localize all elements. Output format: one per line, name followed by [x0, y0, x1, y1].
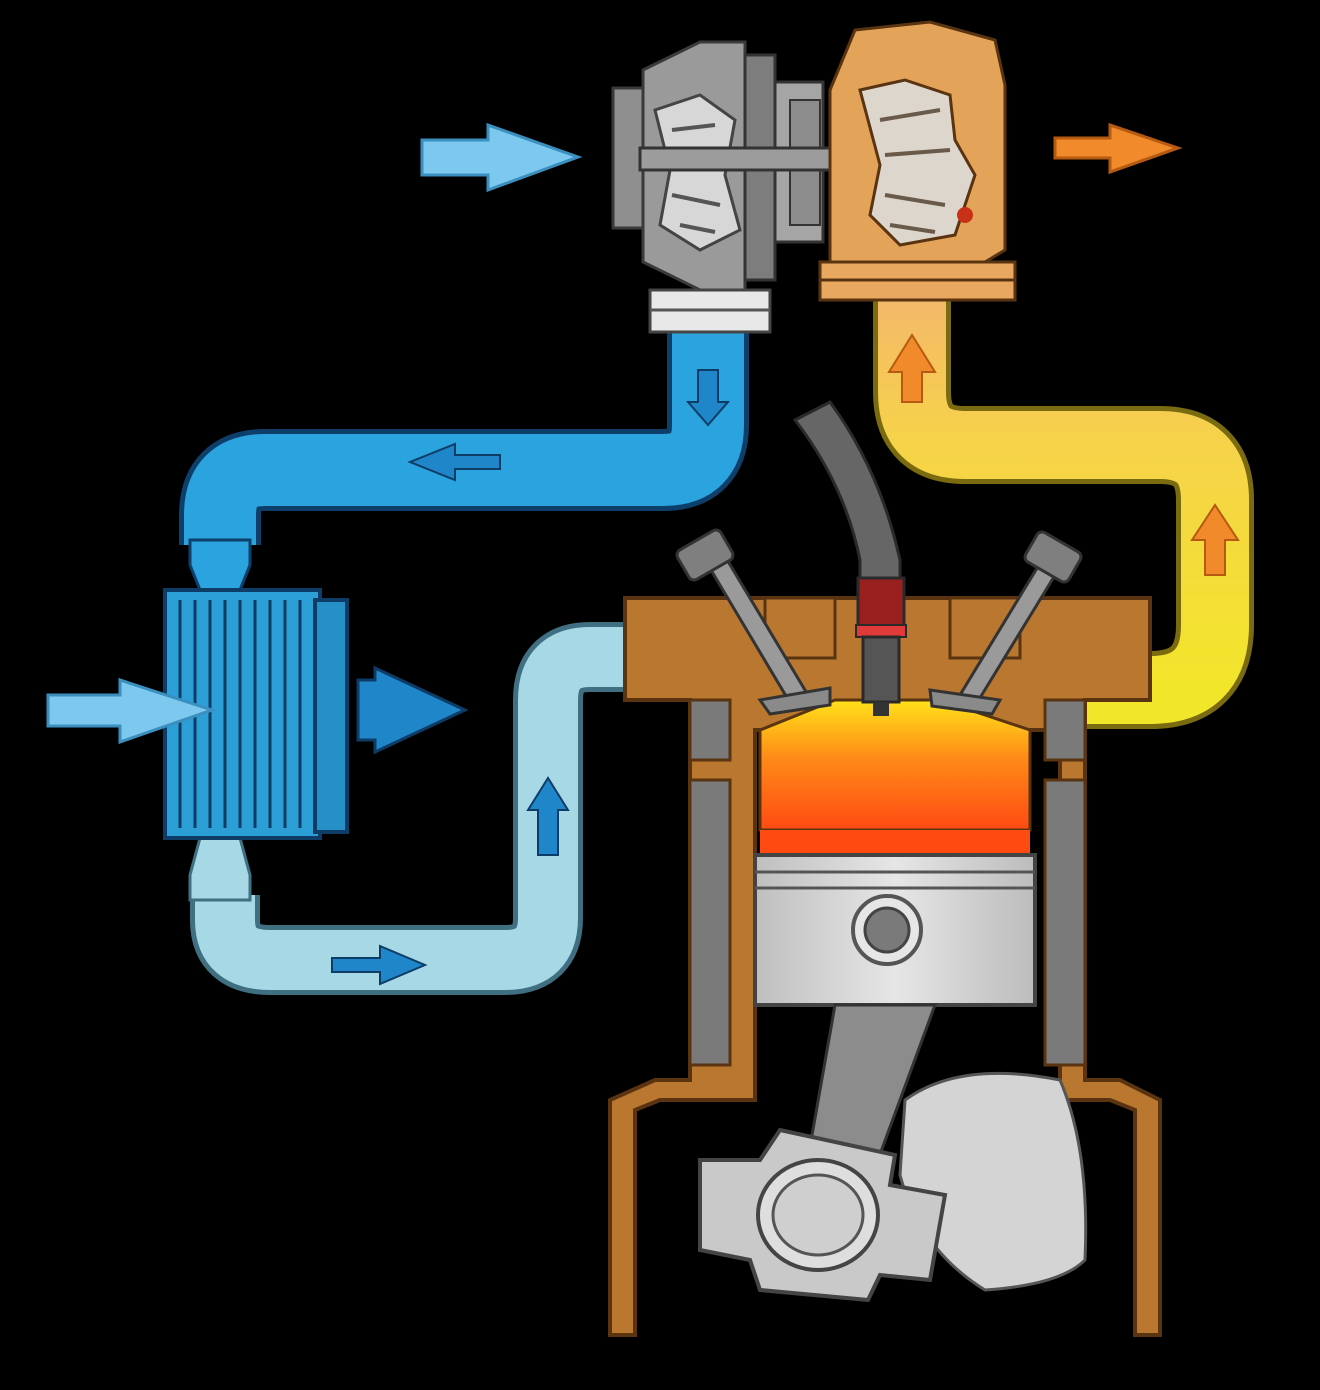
flow-arrow-icon — [46, 122, 1240, 986]
ambient-air-in-arrow — [46, 677, 217, 745]
exhaust-pipe-up-arrow-1 — [1190, 503, 1240, 576]
cooled-pipe-up-arrow — [526, 776, 570, 856]
fresh-air-intake-arrow — [420, 122, 583, 193]
cooled-charge-air-pipe — [190, 622, 760, 995]
piston-icon — [753, 853, 1037, 1007]
intake-valve-icon — [675, 528, 832, 716]
exhaust-valve-icon — [928, 530, 1083, 716]
turbo-turbine-icon — [818, 20, 1017, 302]
cooled-pipe-right-arrow — [331, 944, 428, 986]
connecting-rod-icon — [698, 1003, 948, 1303]
fuel-injector-icon — [792, 400, 907, 716]
hot-charge-air-pipe — [179, 330, 749, 556]
hot-pipe-down-arrow — [685, 369, 731, 427]
intercooler-icon — [163, 538, 349, 902]
exhaust-out-arrow — [1053, 122, 1183, 175]
crankshaft-icon — [898, 1071, 1088, 1292]
turbo-compressor-icon — [611, 40, 825, 334]
exhaust-pipe — [873, 300, 1254, 729]
exhaust-pipe-up-arrow-2 — [887, 333, 937, 403]
engine-cylinder-icon — [608, 596, 1162, 1337]
ambient-air-out-arrow — [356, 665, 469, 755]
hot-pipe-left-arrow — [407, 442, 501, 482]
